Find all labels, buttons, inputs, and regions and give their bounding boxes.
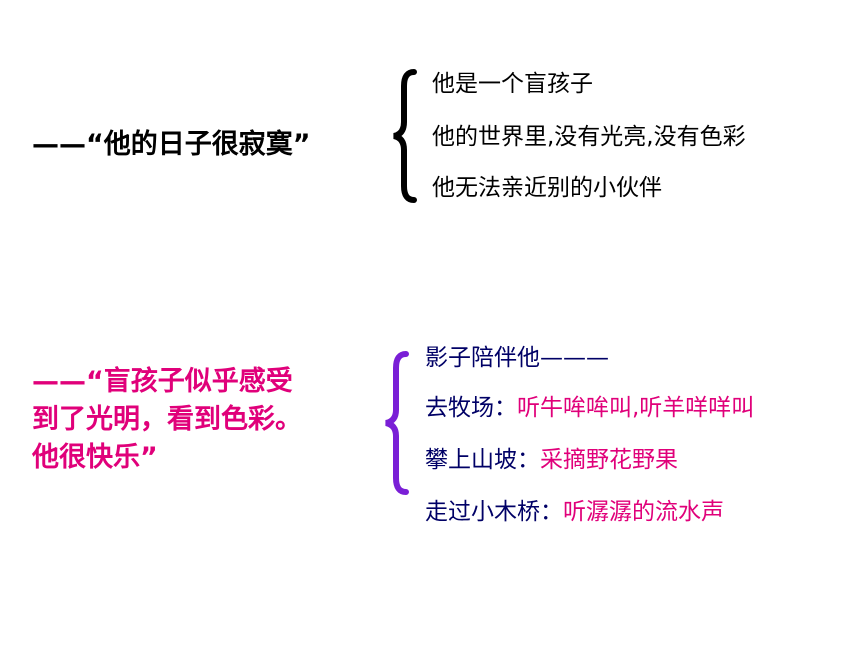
block2-heading-line-3: 他很快乐” (32, 442, 158, 473)
brace-black (393, 69, 417, 203)
block2-line-4-highlight: 听潺潺的流水声 (563, 499, 724, 525)
block2-line-2-prefix: 去牧场： (425, 395, 517, 421)
block1-line-2: 他的世界里,没有光亮,没有色彩 (432, 124, 746, 150)
block2-line-1-prefix: 影子陪伴他——— (425, 345, 609, 371)
brace-purple (385, 351, 409, 495)
block1-line-3: 他无法亲近别的小伙伴 (432, 175, 662, 201)
block2-line-4-prefix: 走过小木桥： (425, 499, 563, 525)
block2-heading: ——“盲孩子似乎感受 到了光明，看到色彩。 他很快乐” (32, 363, 302, 477)
block2-line-4: 走过小木桥：听潺潺的流水声 (425, 492, 724, 526)
block2-line-2-highlight: 听牛哞哞叫,听羊咩咩叫 (517, 395, 755, 421)
block2-line-3-highlight: 采摘野花野果 (540, 447, 678, 473)
block2-line-1: 影子陪伴他——— (425, 338, 609, 372)
block2-line-2: 去牧场：听牛哞哞叫,听羊咩咩叫 (425, 388, 754, 422)
block2-heading-line-2: 到了光明，看到色彩。 (32, 404, 302, 435)
block1-heading: ——“他的日子很寂寞” (32, 129, 311, 160)
block2-line-3-prefix: 攀上山坡： (425, 447, 540, 473)
block2-heading-line-1: ——“盲孩子似乎感受 (32, 366, 293, 397)
block1-line-1: 他是一个盲孩子 (432, 71, 593, 97)
block2-line-3: 攀上山坡：采摘野花野果 (425, 440, 678, 474)
